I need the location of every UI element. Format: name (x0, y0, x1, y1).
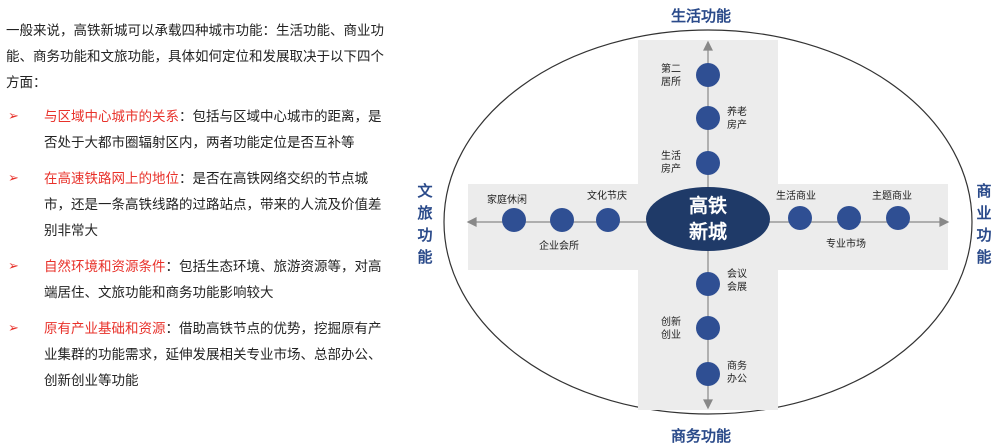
category-commerce: 商业功能 (976, 182, 992, 266)
node-business-office (696, 362, 720, 386)
boundary-ellipse (443, 29, 973, 415)
function-nodes (502, 63, 910, 386)
node-label: 生活商业 (776, 191, 816, 202)
factor-text: ：借助高铁节点的优势，挖掘原有产业集群的功能需求，延伸发展相关专业市场、总部办公… (44, 321, 382, 389)
node-label: 养老 房产 (727, 107, 747, 131)
node-label: 会议 会展 (727, 269, 747, 293)
node-elderly-housing (696, 106, 720, 130)
node-living-commerce (788, 206, 812, 230)
factor-item: ➢ 原有产业基础和资源：借助高铁节点的优势，挖掘原有产业集群的功能需求，延伸发展… (6, 316, 391, 394)
factor-key: 自然环境和资源条件 (44, 259, 166, 275)
node-theme-commerce (886, 206, 910, 230)
center-hub-text: 高铁 新城 (688, 195, 727, 243)
node-culture-festival (596, 208, 620, 232)
node-label: 文化节庆 (587, 191, 627, 202)
arrow-bullet-icon: ➢ (8, 109, 19, 124)
description-panel: 一般来说，高铁新城可以承载四种城市功能：生活功能、商业功能、商务功能和文旅功能，… (6, 18, 391, 404)
node-label: 主题商业 (872, 191, 912, 202)
node-label: 家庭休闲 (487, 195, 527, 206)
category-living: 生活功能 (671, 7, 732, 25)
node-company-club (550, 208, 574, 232)
node-label: 企业会所 (539, 241, 579, 252)
node-innovation (696, 316, 720, 340)
factor-text: ：是否在高铁网络交织的节点城市，还是一条高铁线路的过路站点，带来的人流及价值差别… (44, 171, 382, 239)
factor-key: 在高速铁路网上的地位 (44, 171, 179, 187)
node-second-home (696, 63, 720, 87)
intro-text: 一般来说，高铁新城可以承载四种城市功能：生活功能、商业功能、商务功能和文旅功能，… (6, 23, 384, 91)
factor-item: ➢ 自然环境和资源条件：包括生态环境、旅游资源等，对高端居住、文旅功能和商务功能… (6, 254, 391, 306)
node-label: 商务 办公 (727, 361, 747, 385)
arrow-bullet-icon: ➢ (8, 259, 19, 274)
node-family-leisure (502, 208, 526, 232)
center-hub-label: 高铁 新城 (646, 186, 770, 252)
factor-item: ➢ 与区域中心城市的关系：包括与区域中心城市的距离，是否处于大都市圈辐射区内，两… (6, 104, 391, 156)
node-label: 专业市场 (826, 239, 866, 250)
node-label: 第二 居所 (661, 64, 681, 88)
arrow-bullet-icon: ➢ (8, 171, 19, 186)
node-specialty-market (837, 206, 861, 230)
node-living-housing (696, 151, 720, 175)
node-label: 生活 房产 (661, 151, 681, 175)
category-culture-tourism: 文旅功能 (417, 182, 433, 266)
factor-item: ➢ 在高速铁路网上的地位：是否在高铁网络交织的节点城市，还是一条高铁线路的过路站… (6, 166, 391, 244)
factor-text: ：包括生态环境、旅游资源等，对高端居住、文旅功能和商务功能影响较大 (44, 259, 382, 301)
arrow-bullet-icon: ➢ (8, 321, 19, 336)
factor-text: ：包括与区域中心城市的距离，是否处于大都市圈辐射区内，两者功能定位是否互补等 (44, 109, 382, 151)
node-convention (696, 272, 720, 296)
center-hub (646, 187, 770, 251)
category-business: 商务功能 (671, 427, 732, 445)
factor-key: 与区域中心城市的关系 (44, 109, 179, 125)
factor-key: 原有产业基础和资源 (44, 321, 166, 337)
node-label: 创新 创业 (661, 317, 681, 341)
